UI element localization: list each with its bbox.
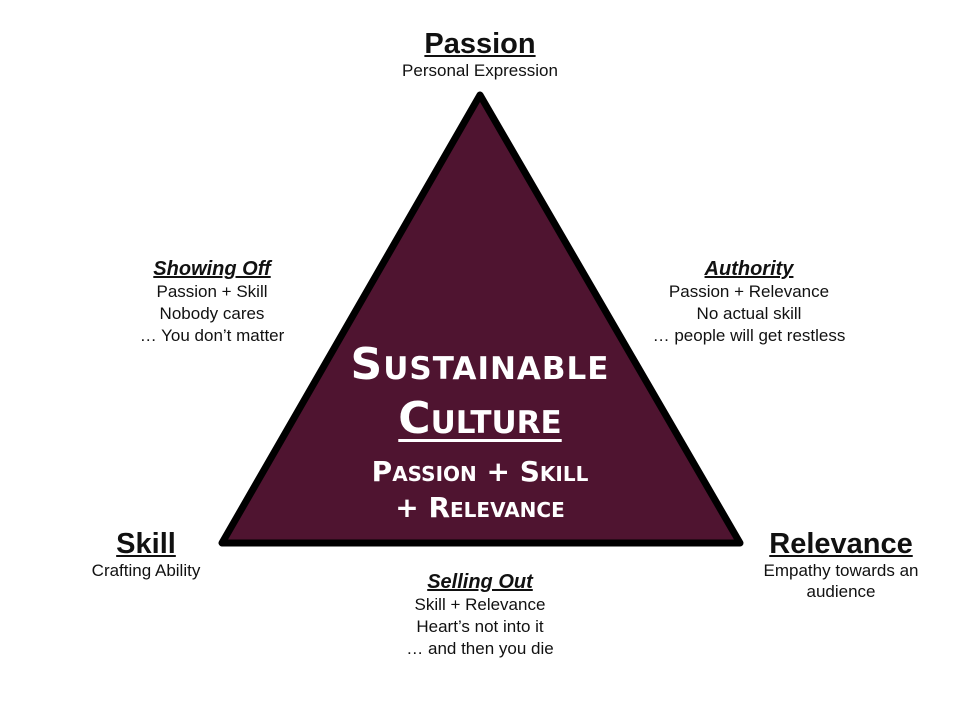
showing-off-line: … You don’t matter xyxy=(139,326,285,345)
relevance-subtitle-1: Empathy towards an xyxy=(763,561,919,580)
selling-out-line: Skill + Relevance xyxy=(414,595,546,614)
center-formula-line1: Passion + Skill xyxy=(371,455,589,488)
edge-authority: Authority Passion + Relevance No actual … xyxy=(653,257,846,347)
showing-off-line: Passion + Skill xyxy=(156,282,268,301)
relevance-subtitle-2: audience xyxy=(806,582,876,601)
selling-out-title: Selling Out xyxy=(427,571,533,593)
selling-out-line: Heart’s not into it xyxy=(416,617,544,636)
skill-title: Skill xyxy=(116,528,176,560)
relevance-title: Relevance xyxy=(769,528,913,560)
vertex-skill: Skill Crafting Ability xyxy=(92,528,201,581)
vertex-passion: Passion Personal Expression xyxy=(402,28,558,81)
authority-title: Authority xyxy=(704,258,794,280)
edge-selling-out: Selling Out Skill + Relevance Heart’s no… xyxy=(406,570,553,660)
passion-subtitle: Personal Expression xyxy=(402,61,558,80)
edge-showing-off: Showing Off Passion + Skill Nobody cares… xyxy=(140,257,285,347)
authority-line: No actual skill xyxy=(696,304,802,323)
passion-title: Passion xyxy=(424,28,536,60)
showing-off-line: Nobody cares xyxy=(159,304,265,323)
authority-line: … people will get restless xyxy=(652,326,846,345)
center-formula-line2: + Relevance xyxy=(395,491,565,524)
showing-off-title: Showing Off xyxy=(153,258,271,280)
vertex-relevance: Relevance Empathy towards an audience xyxy=(764,528,919,602)
authority-line: Passion + Relevance xyxy=(668,282,830,301)
center-title-line2: Culture xyxy=(398,393,562,444)
selling-out-line: … and then you die xyxy=(406,639,554,658)
center-title-line1: Sustainable xyxy=(350,339,610,390)
skill-subtitle: Crafting Ability xyxy=(91,561,201,580)
